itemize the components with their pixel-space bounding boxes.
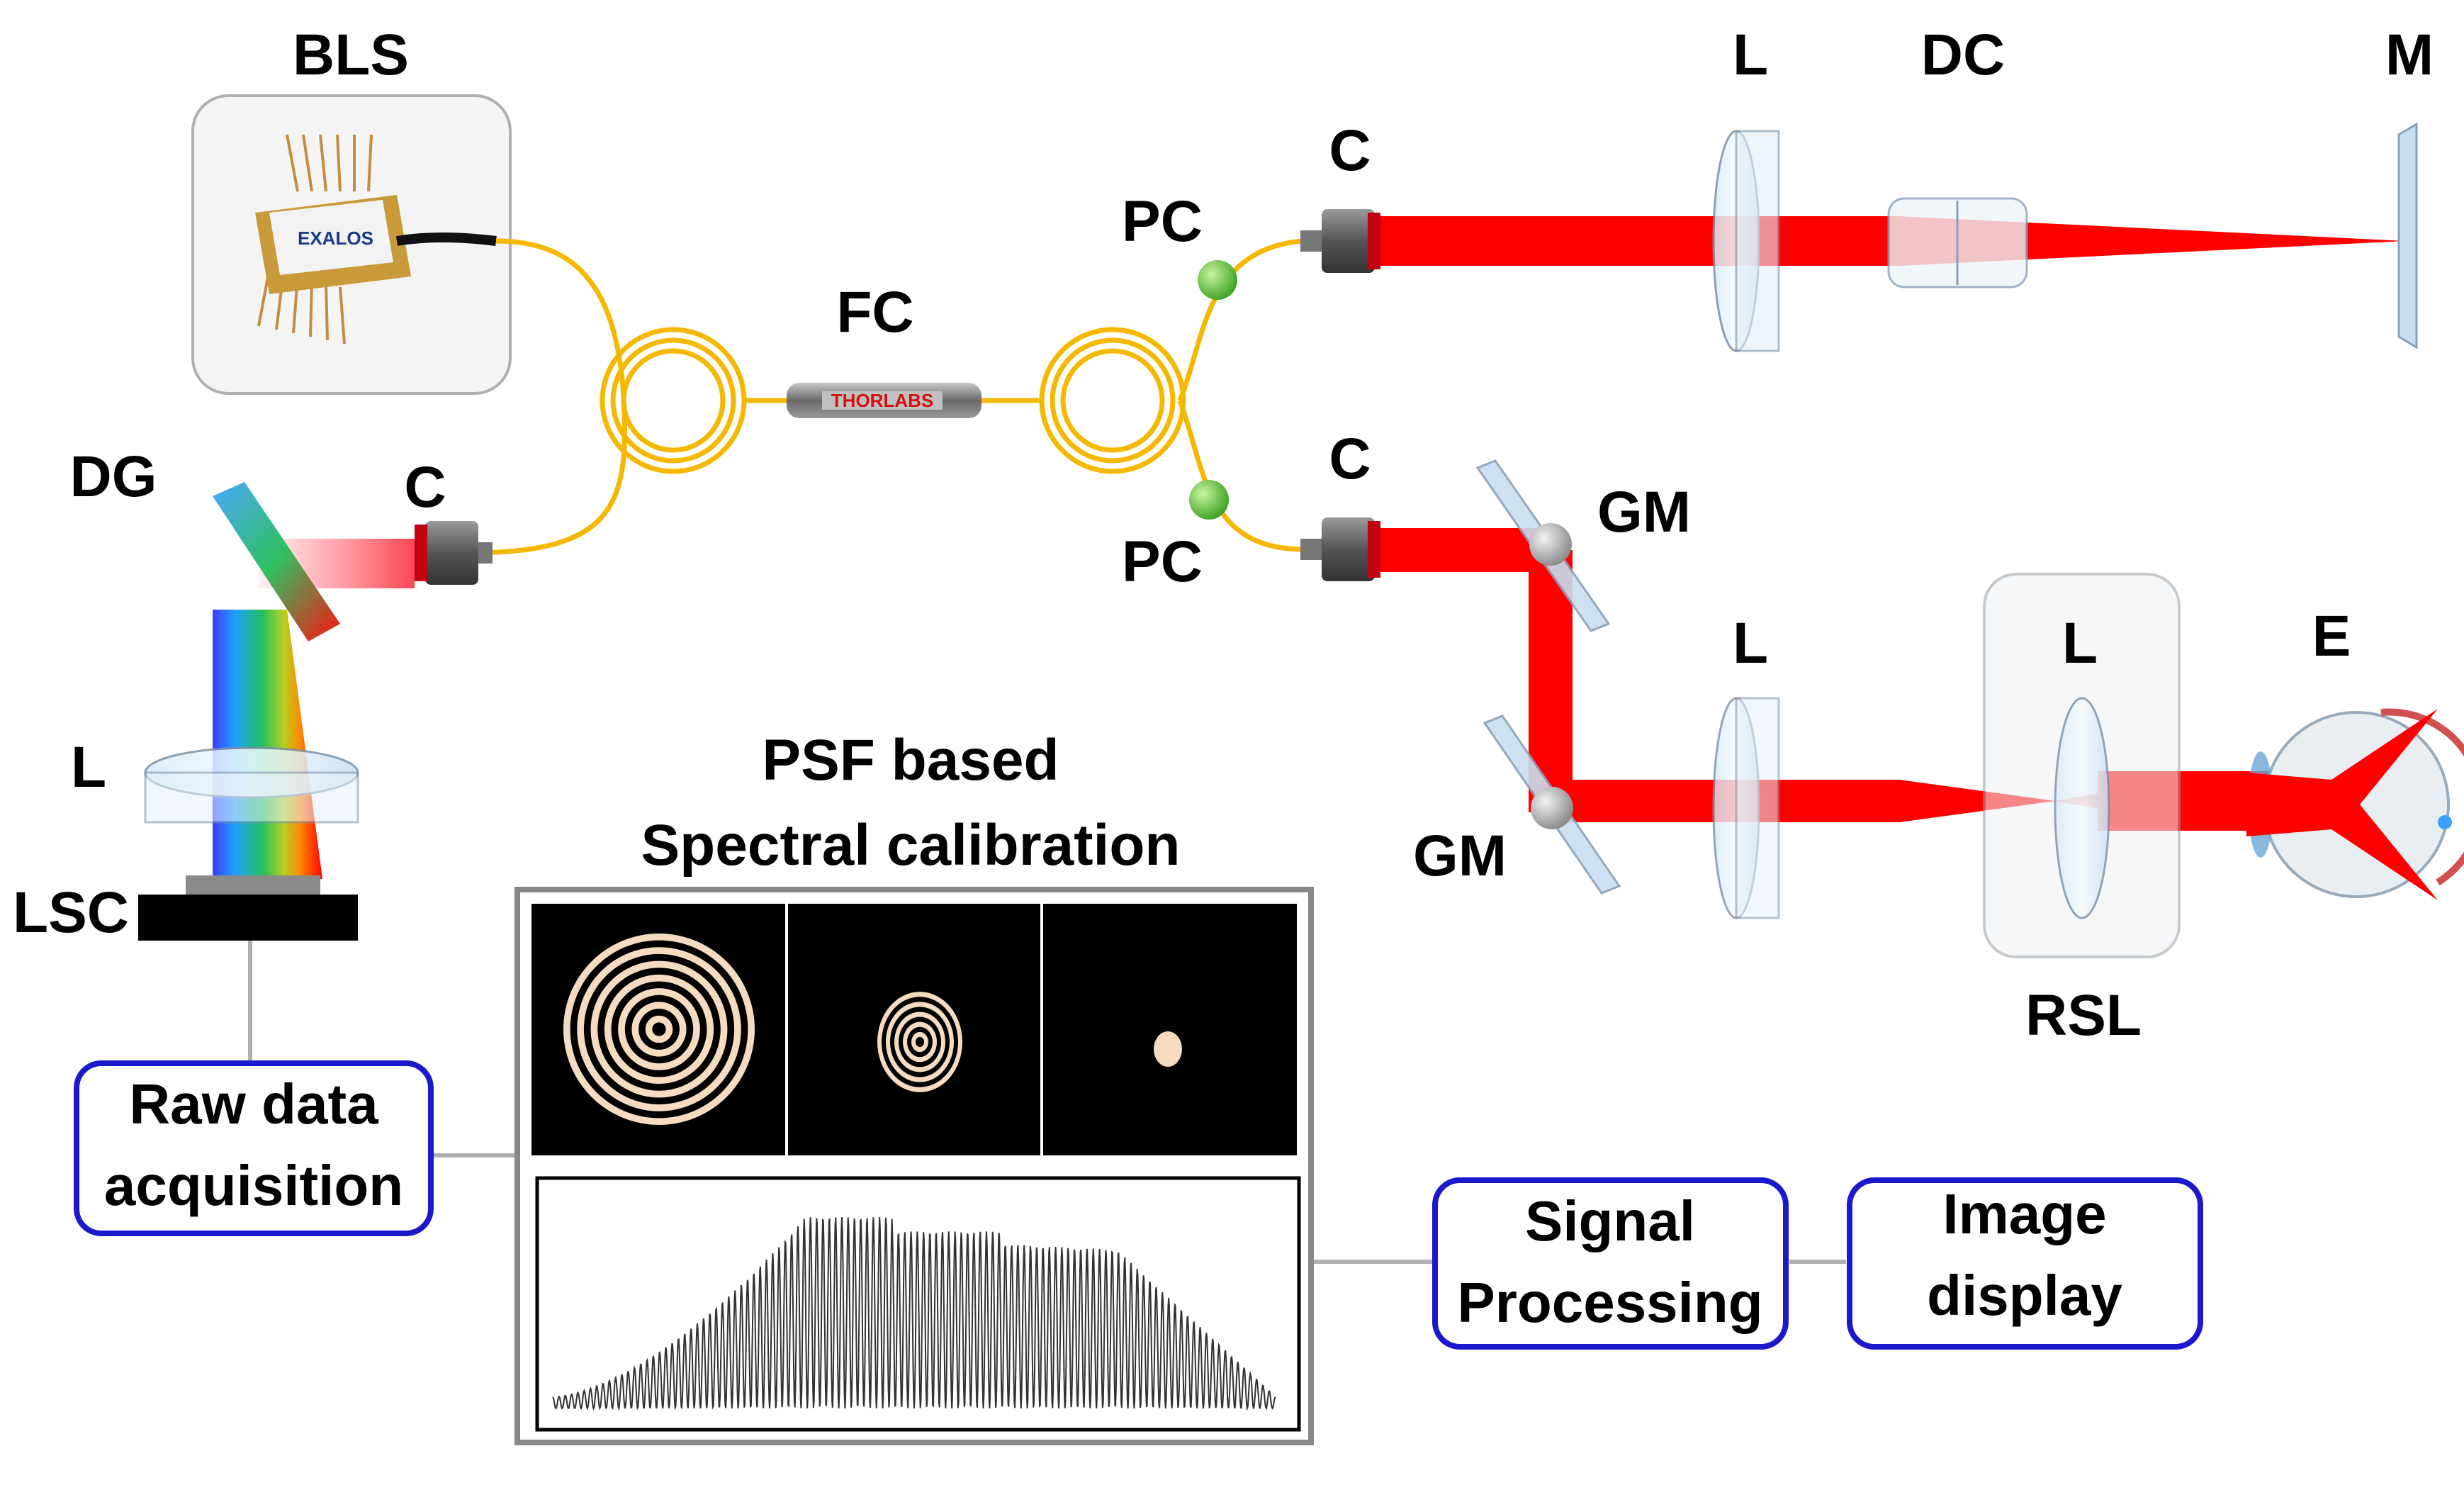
signal-box-line2: Processing: [1457, 1271, 1762, 1334]
psf-spot-focused: [1154, 1031, 1182, 1067]
psf-ring: [652, 1022, 666, 1036]
raw-data-acquisition-box: Raw data acquisition: [74, 1060, 434, 1236]
image-box-line1: Image: [1942, 1182, 2106, 1245]
psf-calibration-panel: [514, 887, 1314, 1445]
gm-top-label: GM: [1597, 480, 1691, 544]
sample-beam: [1380, 528, 2339, 831]
psf-rings-large: [563, 934, 755, 1125]
rsl-label: RSL: [2025, 983, 2142, 1048]
sample-lens: [1712, 697, 1780, 919]
lens-spectrometer-label: L: [71, 735, 106, 800]
fiber-coupler: THORLABS: [787, 383, 981, 418]
psf-ring: [916, 1036, 924, 1048]
signal-processing-box: Signal Processing: [1432, 1177, 1789, 1350]
bls-brand-label: EXALOS: [298, 228, 373, 249]
polarization-controller-top: [1198, 260, 1237, 300]
collimator-source-label: C: [404, 455, 446, 520]
connector-lines: [248, 941, 1846, 1264]
dg-label: DG: [70, 444, 157, 509]
fc-brand-label: THORLABS: [831, 390, 933, 411]
galvo-mirror-bottom: [1483, 715, 1621, 895]
galvo-mirror-top: [1475, 459, 1611, 632]
mirror-label: M: [2385, 23, 2434, 87]
psf-title-line2: Spectral calibration: [641, 813, 1180, 878]
lens-sample-label: L: [1733, 611, 1768, 676]
bls-label: BLS: [293, 23, 409, 87]
image-display-box: Image display: [1847, 1177, 2203, 1350]
collimator-reference: [1300, 209, 1380, 273]
dispersion-compensator: [1887, 197, 2028, 288]
spectrometer-lens: [144, 746, 359, 824]
raw-box-line1: Raw data: [129, 1072, 378, 1136]
pc-bottom-label: PC: [1122, 529, 1203, 594]
collimator-source: [415, 521, 493, 585]
dispersed-spectrum: [213, 610, 322, 879]
reference-mirror: [2397, 122, 2418, 349]
reference-lens: [1712, 130, 1780, 352]
retinal-scanning-lens-module: [1983, 573, 2181, 958]
lens-ref-label: L: [1733, 23, 1768, 87]
line-scan-camera: [138, 875, 358, 941]
image-box-line2: display: [1927, 1264, 2122, 1327]
psf-title-line1: PSF based: [762, 728, 1059, 792]
interference-spectrum-trace: [552, 1216, 1276, 1411]
eye-label: E: [2312, 604, 2351, 668]
optical-fibers: [467, 238, 1305, 556]
psf-rings-medium: [877, 992, 962, 1092]
broadband-light-source: EXALOS: [191, 94, 512, 395]
signal-box-line1: Signal: [1525, 1189, 1695, 1253]
pc-top-label: PC: [1122, 189, 1203, 254]
eye: [2246, 708, 2464, 900]
gm-bottom-label: GM: [1413, 824, 1507, 888]
fc-label: FC: [836, 280, 913, 344]
lens-rsl-label: L: [2062, 611, 2098, 676]
collimator-ref-label: C: [1329, 118, 1371, 183]
diffraction-grating: [213, 482, 340, 641]
lsc-label: LSC: [13, 880, 129, 945]
collimator-sample: [1300, 517, 1380, 581]
polarization-controller-bottom: [1189, 480, 1229, 520]
raw-box-line2: acquisition: [104, 1154, 403, 1217]
dc-label: DC: [1921, 23, 2005, 87]
collimator-sample-label: C: [1329, 427, 1371, 491]
